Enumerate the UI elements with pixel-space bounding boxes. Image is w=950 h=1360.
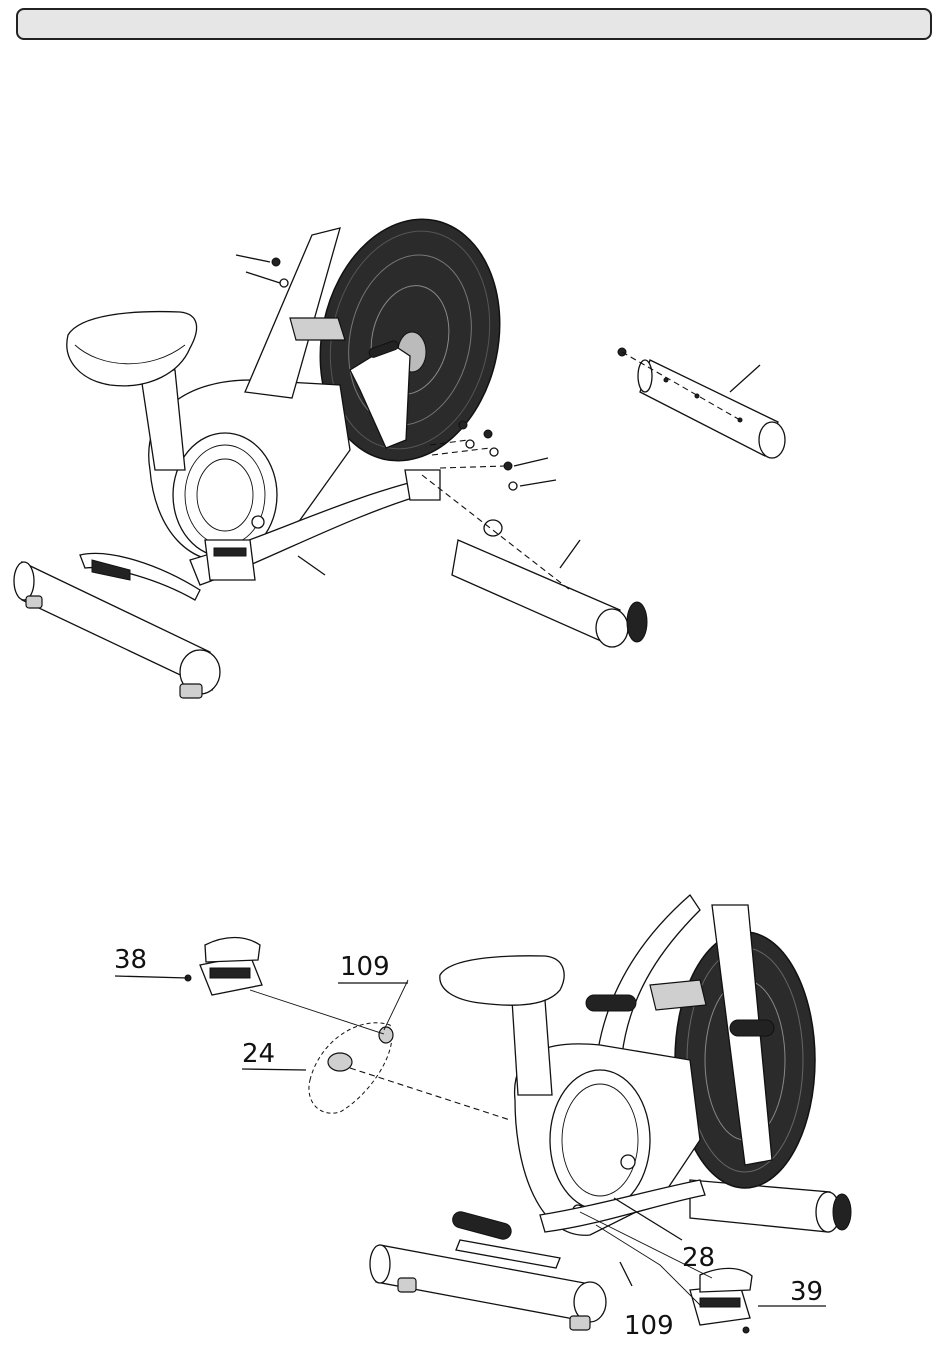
pedal-assembly-icon	[115, 895, 851, 1333]
left-pedal-icon	[185, 938, 262, 996]
front-stabilizer-tube	[14, 562, 220, 698]
right-pedal-icon	[690, 1268, 752, 1333]
part-number-109-top: 109	[340, 952, 390, 982]
part-number-24: 24	[242, 1039, 275, 1069]
loose-stabilizer-tube	[638, 360, 785, 458]
rear-stabilizer-bottom	[690, 1180, 851, 1232]
bike-frame-assembly-icon	[14, 202, 785, 698]
part-number-109-bottom: 109	[624, 1311, 674, 1341]
front-stabilizer-bottom	[370, 1245, 606, 1330]
rear-stabilizer-tube	[452, 520, 647, 647]
part-number-39: 39	[790, 1277, 823, 1307]
part-number-38: 38	[114, 945, 147, 975]
part-number-28: 28	[682, 1243, 715, 1273]
